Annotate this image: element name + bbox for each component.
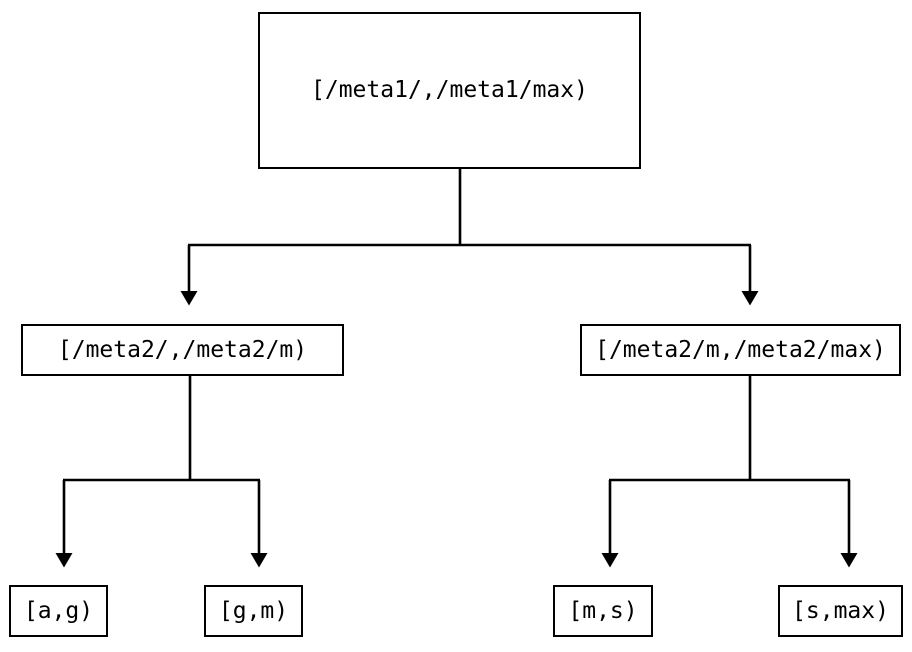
tree-node-mid-left[interactable]: [/meta2/,/meta2/m) — [21, 324, 344, 376]
tree-node-leaf-ms[interactable]: [m,s) — [553, 585, 653, 637]
tree-node-leaf-ms-label: [m,s) — [568, 597, 638, 624]
edge-group-mid-right — [601, 376, 858, 568]
edge-group-mid-left — [55, 376, 268, 568]
arrowhead-to-mid-right — [741, 291, 759, 306]
tree-node-leaf-smax-label: [s,max) — [792, 597, 889, 624]
tree-node-leaf-smax[interactable]: [s,max) — [778, 585, 903, 637]
tree-node-leaf-ag-label: [a,g) — [23, 597, 94, 624]
arrowhead-to-leaf-smax — [840, 553, 858, 568]
arrowhead-to-leaf-ag — [55, 553, 73, 568]
tree-node-leaf-ag[interactable]: [a,g) — [9, 585, 108, 637]
edge-group-root — [180, 168, 759, 306]
tree-node-mid-right[interactable]: [/meta2/m,/meta2/max) — [580, 324, 901, 376]
tree-node-leaf-gm-label: [g,m) — [218, 597, 289, 624]
tree-node-root[interactable]: [/meta1/,/meta1/max) — [258, 12, 641, 169]
tree-node-mid-right-label: [/meta2/m,/meta2/max) — [595, 336, 886, 363]
arrowhead-to-mid-left — [180, 291, 198, 306]
tree-node-root-label: [/meta1/,/meta1/max) — [311, 77, 588, 103]
arrowhead-to-leaf-ms — [601, 553, 619, 568]
arrowhead-to-leaf-gm — [250, 553, 268, 568]
tree-node-leaf-gm[interactable]: [g,m) — [204, 585, 303, 637]
tree-node-mid-left-label: [/meta2/,/meta2/m) — [57, 336, 308, 363]
